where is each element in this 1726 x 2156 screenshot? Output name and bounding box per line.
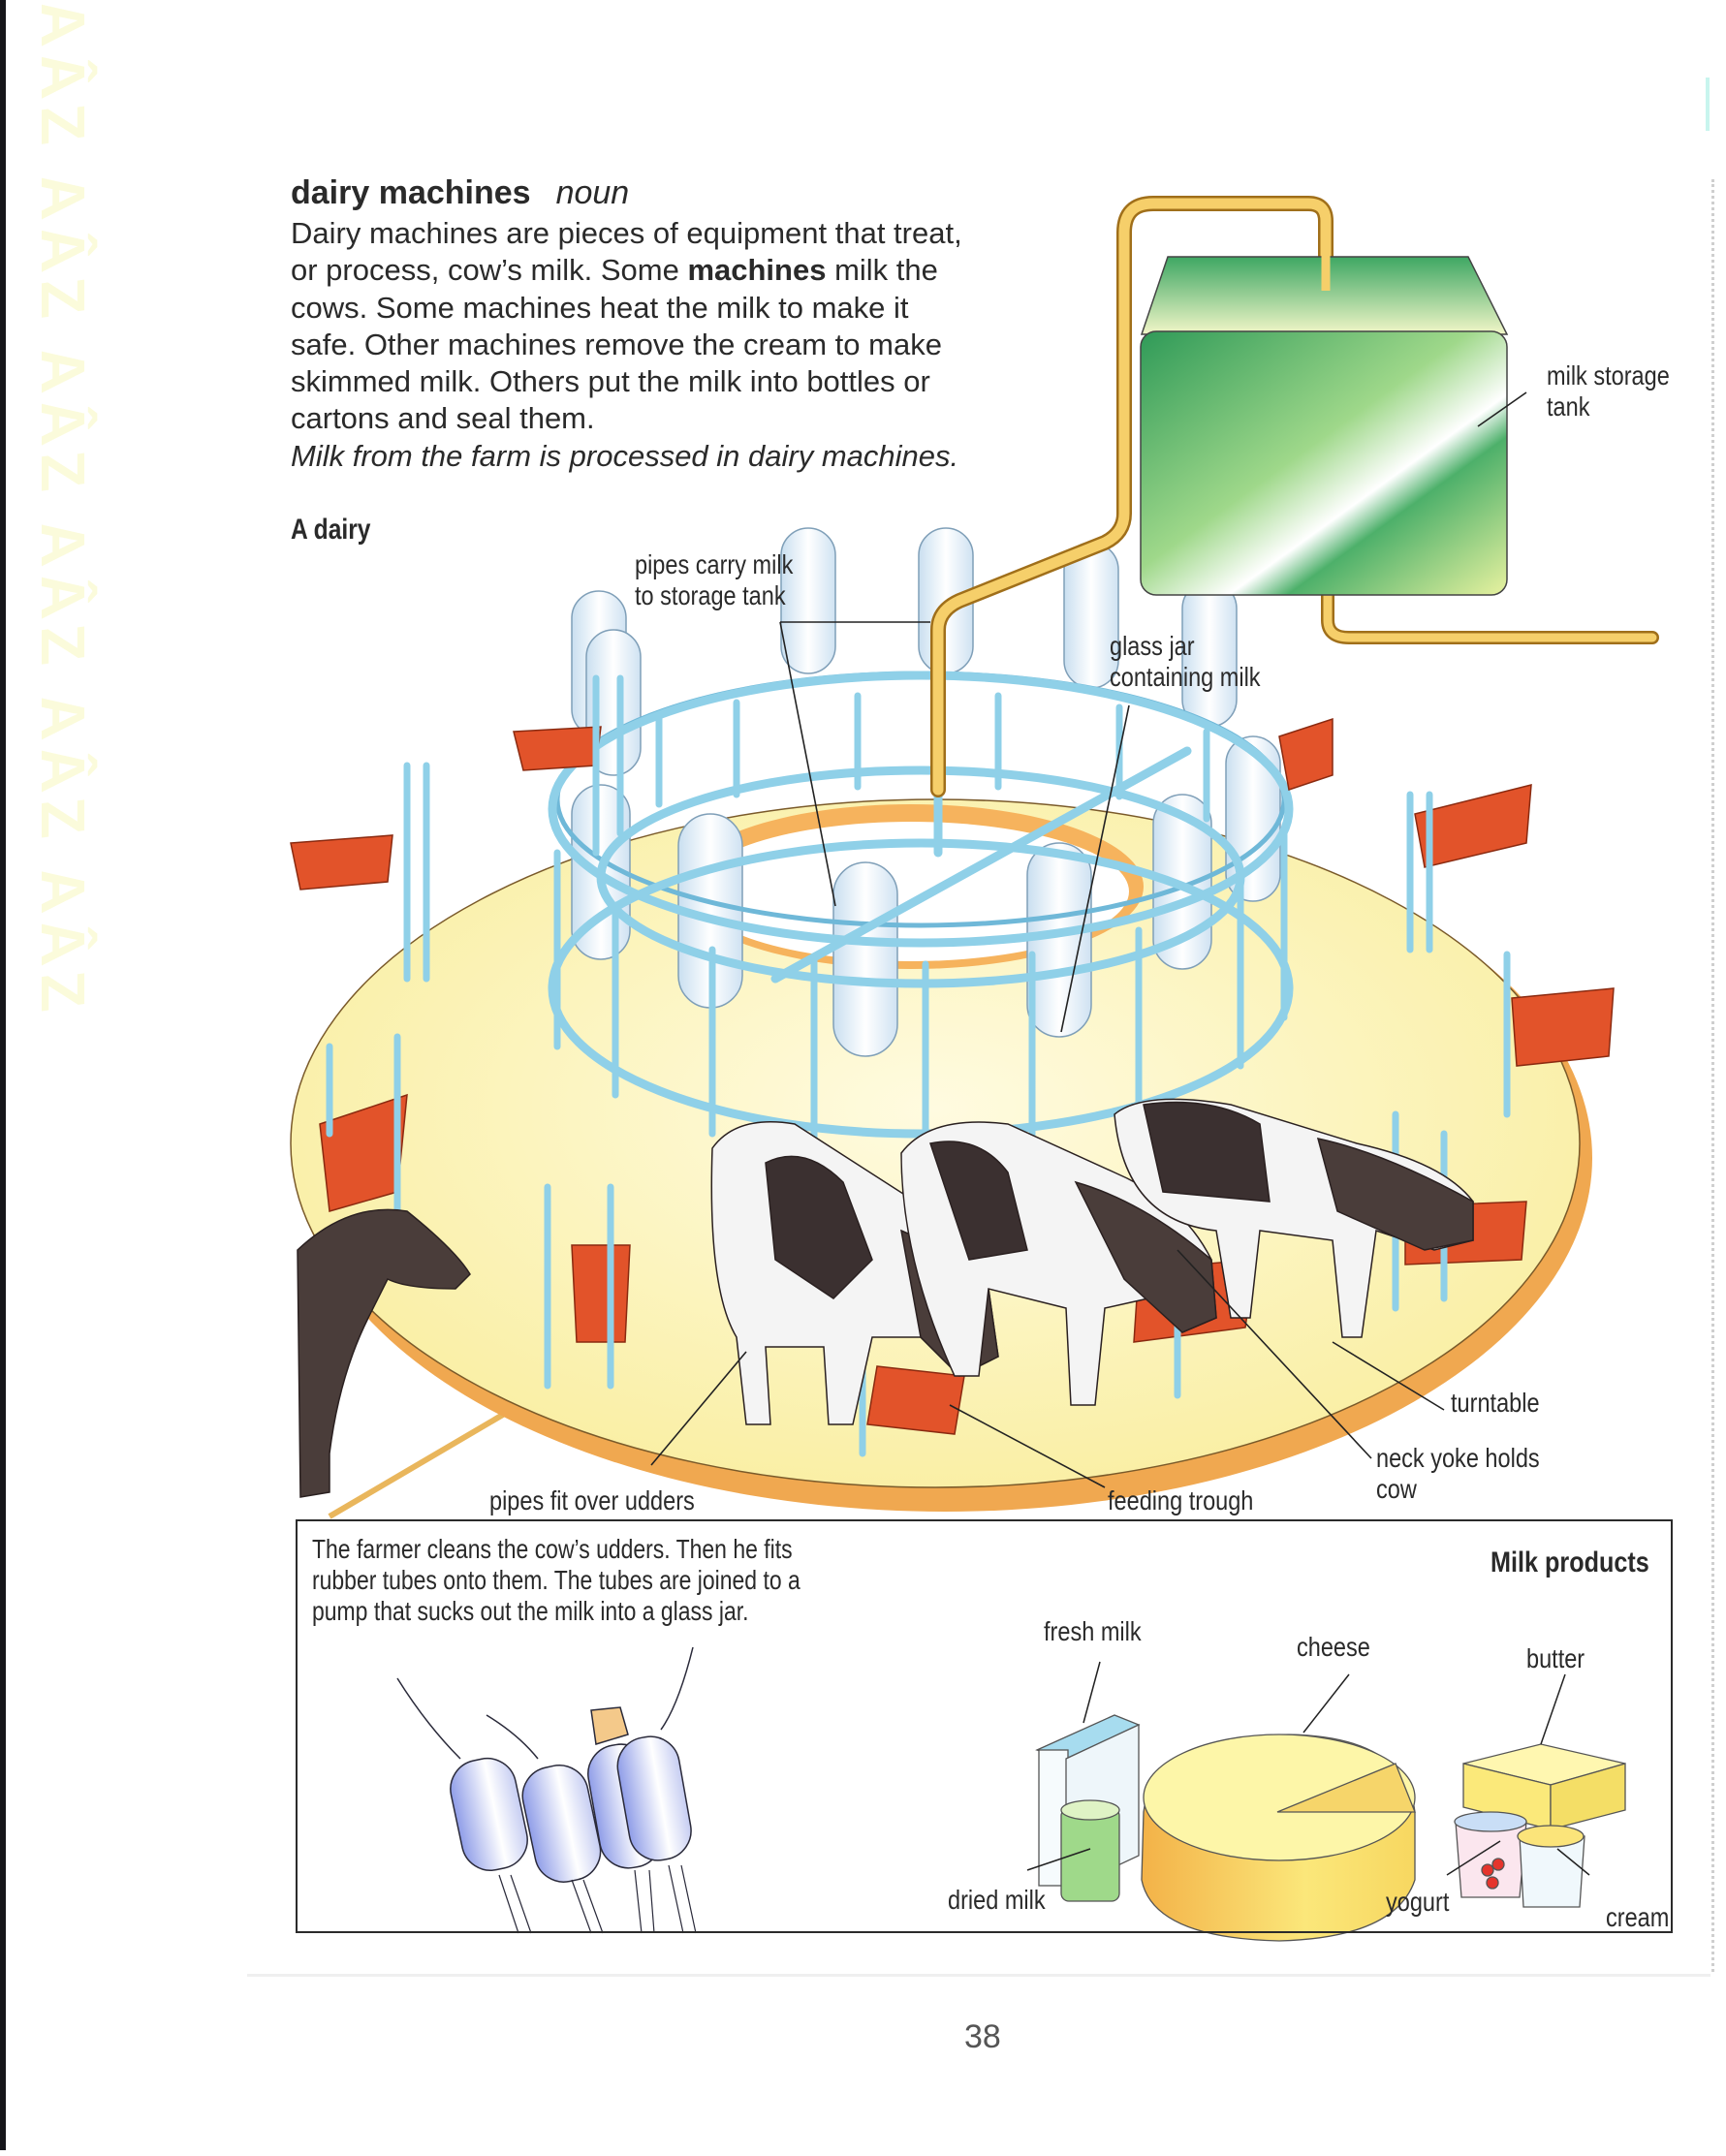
definition-line: cartons and seal them. [291, 401, 595, 436]
entry-heading: dairy machines noun [291, 174, 629, 212]
page-number: 38 [964, 2018, 1001, 2055]
cream-pot [1517, 1825, 1585, 1908]
label-fresh-milk: fresh milk [1044, 1616, 1142, 1646]
cross-reference-word: machines [687, 253, 827, 288]
cheese-wheel [1141, 1734, 1416, 1942]
definition-line: Dairy machines are pieces of equipment t… [291, 216, 962, 250]
milk-storage-tank [1140, 221, 1509, 596]
label-line: pipes carry milk [635, 549, 794, 579]
illustration-title: A dairy [291, 514, 371, 546]
page-edge-marker [1706, 78, 1710, 131]
label-neck-yoke: neck yoke holds cow [1376, 1443, 1540, 1505]
dried-milk-tin [1060, 1799, 1120, 1902]
label-line: containing milk [1110, 662, 1261, 692]
label-line: milk storage [1547, 360, 1670, 391]
label-leader-lines [650, 391, 1527, 1488]
part-of-speech: noun [555, 174, 630, 211]
yogurt-pot [1454, 1811, 1527, 1898]
cows [297, 1098, 1474, 1498]
label-cheese: cheese [1297, 1632, 1370, 1662]
milking-and-products-panel [296, 1519, 1673, 1933]
example-sentence: Milk from the farm is processed in dairy… [291, 438, 959, 473]
label-line: glass jar [1110, 631, 1195, 661]
page-right-dotted-rule [1711, 179, 1714, 1972]
label-feeding-trough: feeding trough [1108, 1485, 1254, 1515]
label-pipes-carry-milk: pipes carry milk to storage tank [635, 549, 793, 611]
definition-line: skimmed milk. Others put the milk into b… [291, 364, 930, 399]
caption-line: rubber tubes onto them. The tubes are jo… [312, 1565, 800, 1595]
product-leader-lines [1026, 1661, 1590, 1876]
label-glass-jar: glass jar containing milk [1110, 631, 1261, 693]
milk-pipe-to-tank [930, 196, 1659, 797]
label-dried-milk: dried milk [948, 1885, 1046, 1915]
label-pipes-fit-over-udders: pipes fit over udders [489, 1485, 695, 1515]
label-line: cow [1376, 1474, 1417, 1504]
label-line: tank [1547, 391, 1590, 422]
label-line: neck yoke holds [1376, 1443, 1540, 1473]
definition-text: milk the [826, 253, 938, 288]
label-line: to storage tank [635, 580, 786, 610]
teat-cups-illustration [396, 1646, 697, 1934]
label-butter: butter [1526, 1643, 1585, 1673]
definition-text: or process, cow’s milk. Some [291, 253, 688, 288]
milk-products-illustration [1026, 1661, 1626, 1942]
label-cream: cream [1606, 1902, 1670, 1932]
butter-block [1462, 1743, 1626, 1830]
page-left-edge [0, 0, 6, 2150]
label-milk-storage-tank: milk storage tank [1547, 360, 1670, 422]
milking-caption: The farmer cleans the cow’s udders. Then… [312, 1534, 800, 1627]
label-turntable: turntable [1451, 1388, 1540, 1418]
caption-line: The farmer cleans the cow’s udders. Then… [312, 1534, 793, 1564]
caption-line: pump that sucks out the milk into a glas… [312, 1596, 749, 1626]
page-fold-shadow [247, 1974, 1710, 1977]
milking-frame-pipes [548, 671, 1294, 1157]
definition-line: safe. Other machines remove the cream to… [291, 327, 942, 361]
label-yogurt: yogurt [1386, 1887, 1450, 1917]
definition-line: or process, cow’s milk. Some machines mi… [291, 252, 1047, 289]
headword: dairy machines [291, 174, 531, 211]
entry-definition: Dairy machines are pieces of equipment t… [291, 215, 1047, 475]
definition-line: cows. Some machines heat the milk to mak… [291, 290, 909, 325]
milk-products-title: Milk products [1491, 1547, 1649, 1578]
